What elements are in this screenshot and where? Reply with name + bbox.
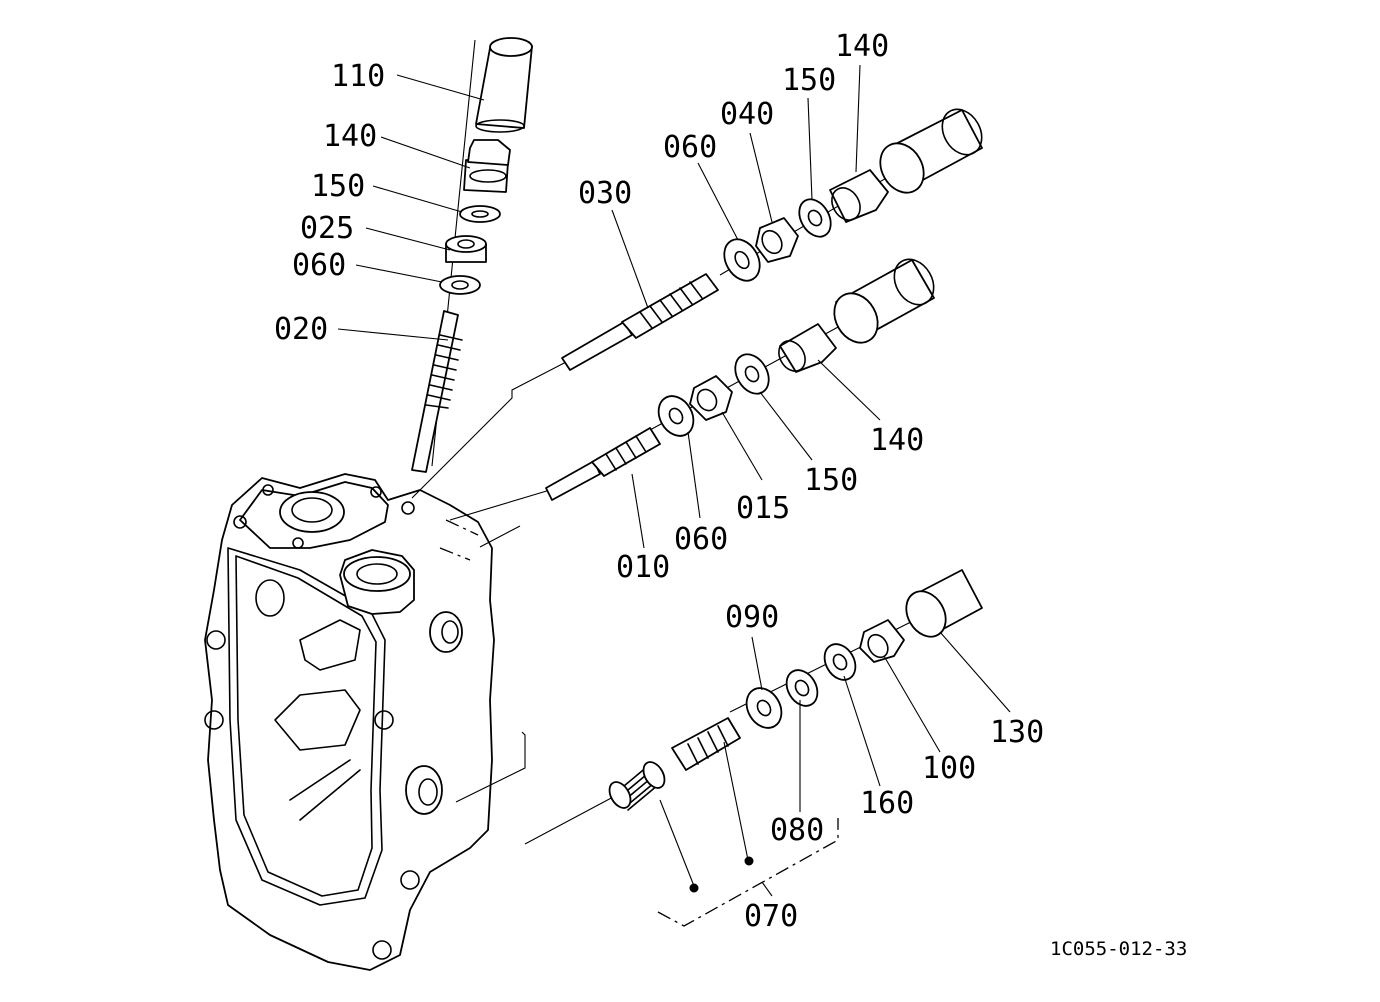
label-015: 015 [736, 491, 790, 526]
valve-housing [204, 473, 495, 971]
label-090: 090 [725, 600, 779, 635]
label-070: 070 [744, 899, 798, 934]
label-040: 040 [720, 97, 774, 132]
label-140-middle: 140 [870, 423, 924, 458]
middle-valve-stack [545, 258, 935, 501]
label-140-vertical: 140 [323, 119, 377, 154]
vertical-valve-stack [411, 37, 533, 473]
label-100: 100 [922, 751, 976, 786]
label-060-upper: 060 [663, 130, 717, 165]
label-150-upper: 150 [782, 63, 836, 98]
lower-valve-stack [608, 569, 983, 811]
label-150-middle: 150 [804, 463, 858, 498]
label-010: 010 [616, 550, 670, 585]
label-025: 025 [300, 211, 354, 246]
label-140-upper: 140 [835, 29, 889, 64]
label-150-vertical: 150 [311, 169, 365, 204]
drawing-code: 1C055-012-33 [1050, 938, 1187, 960]
label-080: 080 [770, 813, 824, 848]
label-060-vertical: 060 [292, 248, 346, 283]
leader-lines [337, 64, 1011, 927]
part-labels: 110 140 150 025 060 020 030 060 040 150 … [274, 29, 1187, 960]
label-110: 110 [331, 59, 385, 94]
label-020: 020 [274, 312, 328, 347]
label-130: 130 [990, 715, 1044, 750]
label-060-middle: 060 [674, 522, 728, 557]
label-030: 030 [578, 176, 632, 211]
upper-valve-stack [561, 108, 983, 371]
label-160: 160 [860, 786, 914, 821]
